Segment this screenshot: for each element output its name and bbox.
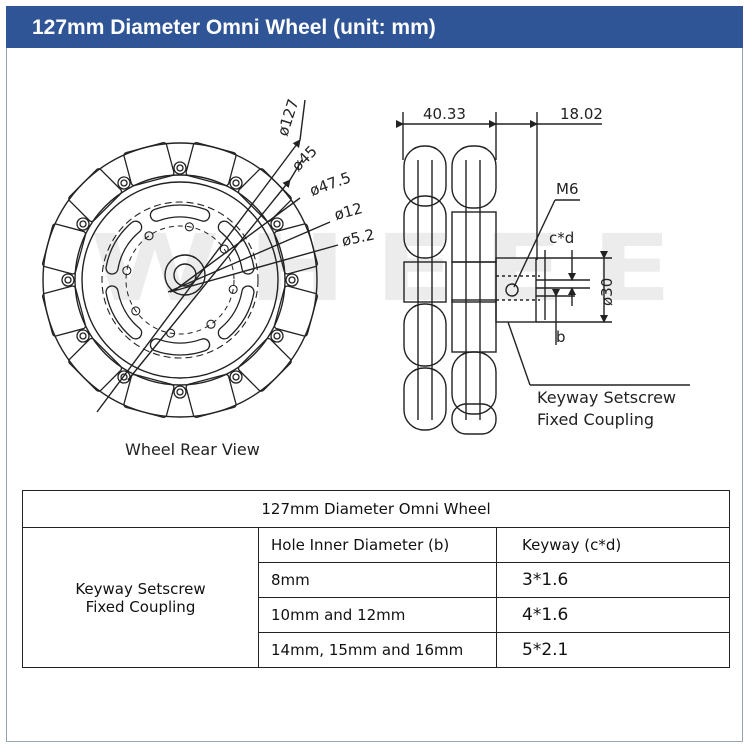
table-row: 14mm, 15mm and 16mm 5*2.1 [23, 632, 730, 668]
coupling-callout-line1: Keyway Setscrew [537, 388, 676, 407]
spec-row-label-line1: Keyway Setscrew [75, 579, 206, 598]
cell-hole: 10mm and 12mm [258, 597, 497, 633]
spec-row-label-line2: Fixed Coupling [85, 597, 196, 616]
col-header-hole: Hole Inner Diameter (b) [258, 527, 497, 563]
coupling-callout-line2: Fixed Coupling [537, 410, 654, 429]
dim-dia-45: ø45 [288, 142, 321, 175]
technical-drawing: WHEEE ø127 ø45 ø47.5 ø12 ø5.2 Wheel Rear… [41, 97, 700, 459]
rear-view-caption: Wheel Rear View [125, 440, 260, 459]
label-m6: M6 [556, 180, 579, 198]
dim-dia-127: ø127 [274, 97, 303, 139]
col-header-keyway: Keyway (c*d) [496, 527, 730, 563]
watermark: WHEEE [90, 215, 700, 322]
spec-table-title: 127mm Diameter Omni Wheel [22, 490, 730, 528]
page-title: 127mm Diameter Omni Wheel (unit: mm) [32, 16, 436, 39]
cell-hole: 14mm, 15mm and 16mm [258, 632, 497, 668]
spec-table: 127mm Diameter Omni Wheel Keyway Setscre… [22, 490, 730, 668]
dim-dia-47-5: ø47.5 [307, 168, 353, 199]
cell-keyway: 4*1.6 [496, 597, 730, 633]
wheel-rear-view [41, 99, 339, 419]
spec-row-label: Keyway Setscrew Fixed Coupling [22, 527, 259, 668]
label-keyway-cd: c*d [549, 229, 574, 247]
dim-width-40-33: 40.33 [423, 105, 466, 123]
cell-keyway: 3*1.6 [496, 562, 730, 598]
title-bar: 127mm Diameter Omni Wheel (unit: mm) [6, 6, 743, 48]
dim-width-18-02: 18.02 [560, 105, 603, 123]
wheel-side-view [396, 112, 690, 435]
cell-hole: 8mm [258, 562, 497, 598]
cell-keyway: 5*2.1 [496, 632, 730, 668]
label-hole-b: b [556, 328, 566, 346]
dim-dia-30: ø30 [598, 278, 616, 306]
table-row: 10mm and 12mm 4*1.6 [23, 597, 730, 633]
